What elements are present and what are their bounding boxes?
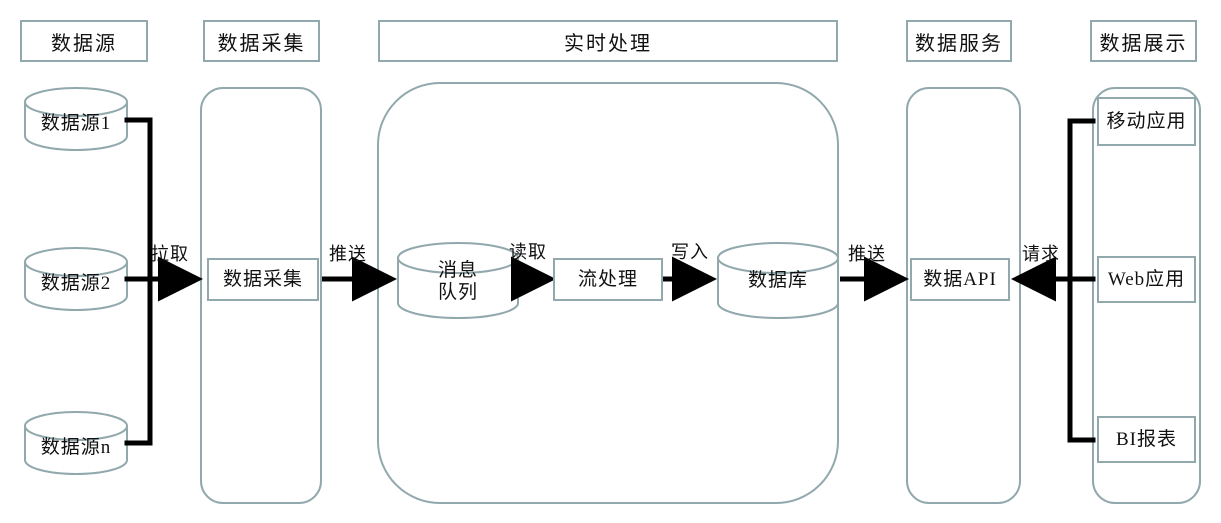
connector-presentation-bus	[1067, 118, 1096, 443]
edge-label-write: 写入	[671, 242, 709, 262]
lane-title-label: 数据服务	[915, 32, 1003, 55]
lane-title-realtime-processing: 实时处理	[378, 20, 838, 62]
node-text: Web应用	[1107, 268, 1186, 290]
edge-label-request: 请求	[1022, 244, 1060, 264]
cylinder-data-source-1	[24, 87, 128, 151]
lane-title-label: 数据展示	[1099, 32, 1188, 55]
edge-label-read: 读取	[509, 242, 547, 262]
edge-label-pull: 拉取	[151, 244, 189, 264]
connector-sources-bus	[124, 117, 153, 446]
node-text: 数据API	[923, 268, 997, 290]
cylinder-data-source-2	[24, 247, 128, 311]
cylinder-message-queue	[397, 242, 519, 319]
node-data-api[interactable]: 数据API	[910, 258, 1010, 301]
lane-title-data-service: 数据服务	[906, 20, 1012, 62]
node-text: BI报表	[1115, 428, 1177, 450]
node-stream-processing[interactable]: 流处理	[553, 258, 663, 301]
lane-title-label: 数据源	[51, 32, 117, 55]
cylinder-database	[717, 242, 839, 319]
node-web-app[interactable]: Web应用	[1097, 256, 1196, 303]
node-bi-report[interactable]: BI报表	[1097, 416, 1196, 463]
node-mobile-app[interactable]: 移动应用	[1097, 97, 1196, 146]
lane-title-data-presentation: 数据展示	[1090, 20, 1197, 62]
edge-label-push-to-api: 推送	[848, 244, 886, 264]
edge-label-push-to-queue: 推送	[329, 244, 367, 264]
node-text: 流处理	[577, 268, 638, 290]
node-data-collection[interactable]: 数据采集	[207, 258, 319, 301]
lane-title-data-source: 数据源	[20, 20, 148, 62]
node-text: 移动应用	[1106, 110, 1187, 132]
lane-title-data-collection: 数据采集	[203, 20, 320, 62]
node-text: 数据采集	[222, 268, 303, 290]
lane-title-label: 实时处理	[564, 32, 652, 55]
lane-title-label: 数据采集	[217, 32, 306, 55]
cylinder-data-source-n	[24, 411, 128, 475]
